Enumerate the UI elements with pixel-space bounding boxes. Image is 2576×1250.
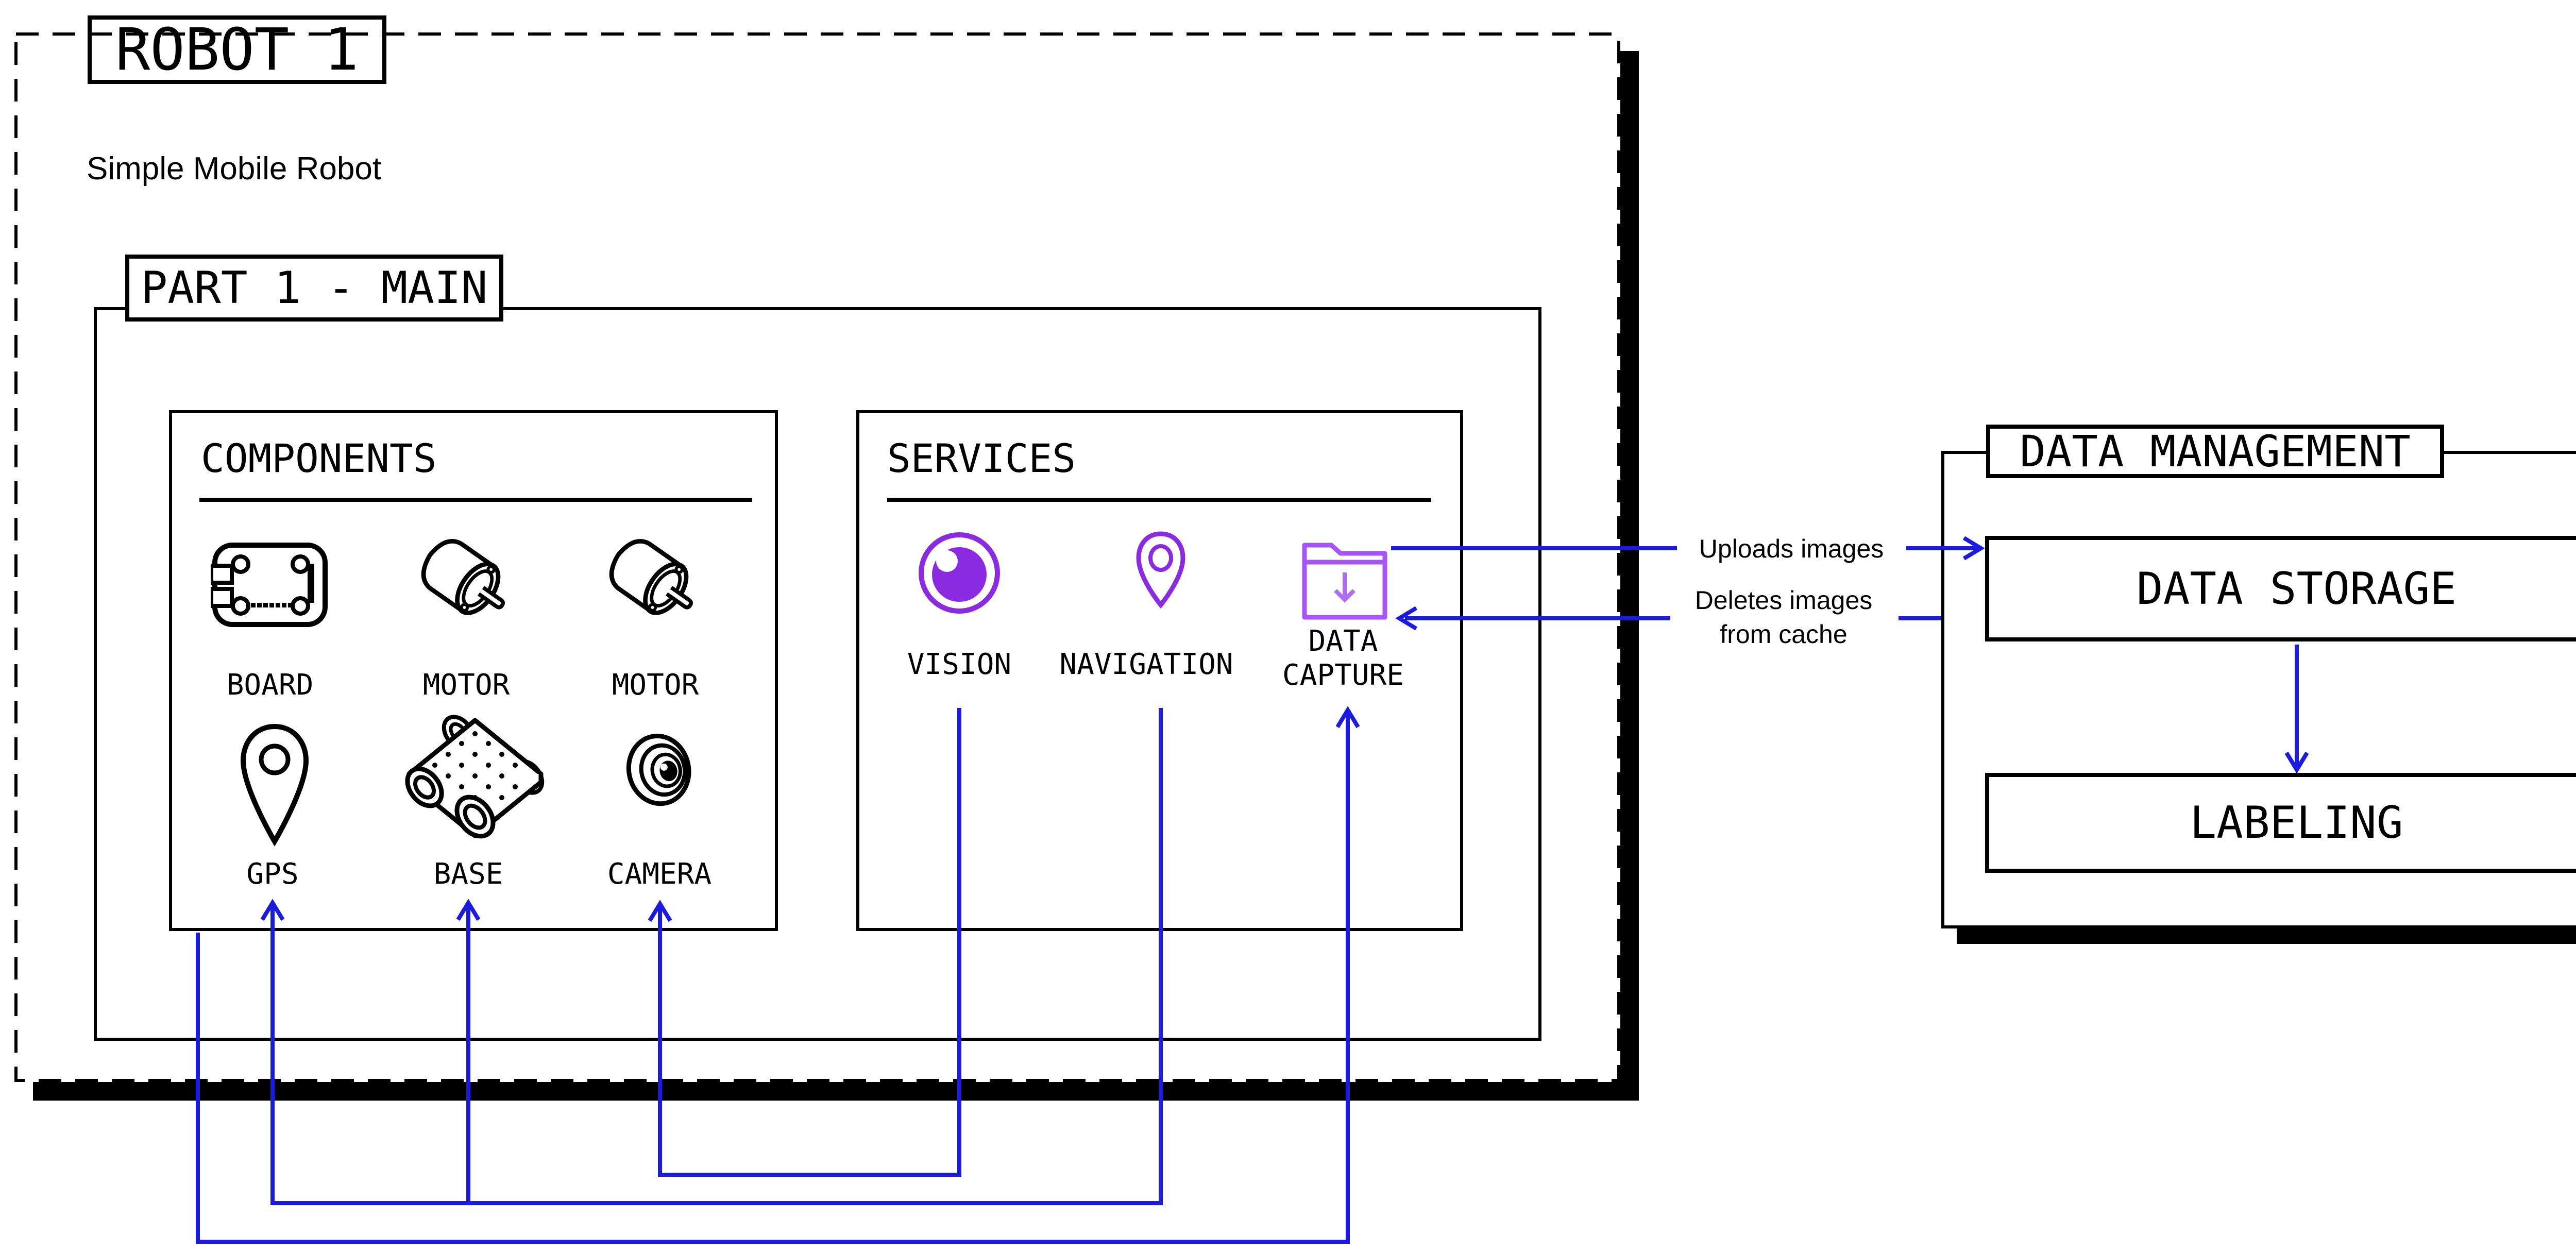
service-label-navigation: NAVIGATION (1059, 648, 1233, 681)
data-storage-node: DATA STORAGE (1985, 536, 2576, 641)
components-title-rule (199, 498, 752, 502)
map-pin-icon (1136, 531, 1185, 609)
component-label-gps: GPS (246, 857, 299, 891)
services-title: SERVICES (887, 435, 1076, 481)
edge-deletes-label-line1: Deletes images (1694, 586, 1873, 615)
service-label-vision: VISION (907, 648, 1012, 681)
component-label-base: BASE (433, 857, 503, 891)
component-label-board: BOARD (226, 668, 314, 702)
circuit-board-icon (211, 543, 328, 627)
robot1-title-box: ROBOT 1 (88, 15, 386, 84)
component-label-camera: CAMERA (607, 857, 712, 891)
rover-base-icon (405, 715, 545, 839)
eye-icon (919, 532, 1000, 614)
part1-title-box: PART 1 - MAIN (125, 255, 503, 322)
labeling-node: LABELING (1985, 773, 2576, 873)
data-management-title-box: DATA MANAGEMENT (1986, 425, 2444, 478)
component-label-motor2: MOTOR (612, 668, 699, 702)
robot1-title: ROBOT 1 (115, 16, 359, 83)
service-label-data-capture: DATA CAPTURE (1282, 624, 1404, 692)
robot1-subtitle: Simple Mobile Robot (87, 151, 382, 187)
services-title-rule (887, 498, 1431, 502)
data-storage-label: DATA STORAGE (2136, 563, 2457, 615)
labeling-label: LABELING (2190, 797, 2403, 849)
motor-icon (609, 539, 693, 615)
edge-deletes-label-line2: from cache (1720, 620, 1848, 649)
folder-download-icon (1302, 543, 1387, 620)
motor-icon (421, 539, 505, 615)
component-label-motor1: MOTOR (422, 668, 510, 702)
edge-deletes-label: Deletes images from cache (1655, 583, 1912, 651)
camera-lens-icon (626, 733, 691, 806)
components-title: COMPONENTS (201, 435, 437, 481)
data-management-title: DATA MANAGEMENT (2020, 426, 2411, 477)
edge-uploads-label: Uploads images (1699, 534, 1884, 563)
part1-title: PART 1 - MAIN (141, 262, 488, 314)
map-pin-icon (240, 723, 309, 847)
